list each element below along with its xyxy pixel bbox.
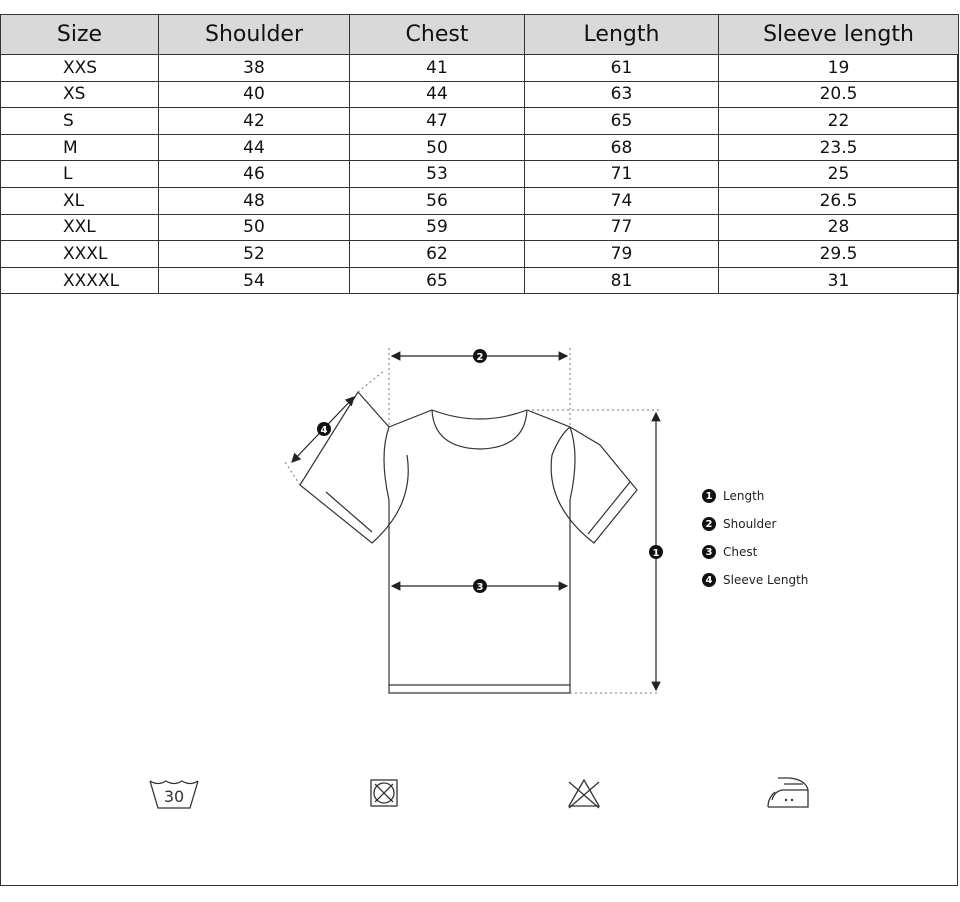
- length-cell: 63: [524, 80, 719, 109]
- size-cell: XXXXL: [0, 266, 159, 295]
- legend-label: Shoulder: [723, 517, 777, 531]
- size-table: Size Shoulder Chest Length Sleeve length…: [0, 14, 959, 295]
- length-cell: 79: [524, 240, 719, 268]
- chest-cell: 65: [349, 266, 525, 295]
- legend-label: Length: [723, 489, 765, 503]
- marker-chest: 3: [477, 582, 484, 593]
- shoulder-cell: 54: [158, 266, 350, 295]
- legend-item-sleeve-length: 4 Sleeve Length: [702, 566, 808, 594]
- length-cell: 74: [524, 186, 719, 215]
- legend-item-chest: 3 Chest: [702, 538, 808, 566]
- marker-length: 1: [653, 548, 660, 559]
- iron-low-icon: [767, 777, 809, 808]
- chest-cell: 47: [349, 107, 525, 135]
- length-cell: 68: [524, 133, 719, 162]
- legend-item-length: 1 Length: [702, 482, 808, 510]
- sleeve-cell: 31: [718, 266, 959, 295]
- shoulder-cell: 48: [158, 186, 350, 215]
- length-cell: 81: [524, 266, 719, 295]
- no-bleach-icon: [567, 778, 601, 809]
- header-shoulder: Shoulder: [158, 14, 350, 55]
- table-row: XXXXL 54 65 81 31: [0, 266, 959, 295]
- sleeve-cell: 28: [718, 213, 959, 242]
- no-tumble-dry-icon: [370, 779, 398, 807]
- shoulder-cell: 50: [158, 213, 350, 242]
- table-row: L 46 53 71 25: [0, 160, 959, 188]
- size-cell: S: [0, 107, 159, 135]
- tshirt-outline: [383, 409, 576, 694]
- table-row: XXXL 52 62 79 29.5: [0, 240, 959, 268]
- legend-number: 2: [702, 517, 716, 531]
- header-size: Size: [0, 14, 159, 55]
- size-cell: XXL: [0, 213, 159, 242]
- legend-number: 1: [702, 489, 716, 503]
- chest-cell: 41: [349, 54, 525, 82]
- length-cell: 61: [524, 54, 719, 82]
- table-header-row: Size Shoulder Chest Length Sleeve length: [0, 14, 959, 55]
- sleeve-cell: 20.5: [718, 80, 959, 109]
- legend-number: 4: [702, 573, 716, 587]
- legend-item-shoulder: 2 Shoulder: [702, 510, 808, 538]
- header-sleeve-length: Sleeve length: [718, 14, 959, 55]
- measurement-legend: 1 Length 2 Shoulder 3 Chest 4 Sleeve Len…: [702, 482, 808, 594]
- table-row: XXS 38 41 61 19: [0, 54, 959, 82]
- header-length: Length: [524, 14, 719, 55]
- legend-label: Chest: [723, 545, 758, 559]
- wash-temperature: 30: [164, 787, 184, 806]
- shoulder-cell: 46: [158, 160, 350, 188]
- chest-cell: 44: [349, 80, 525, 109]
- length-cell: 77: [524, 213, 719, 242]
- sleeve-cell: 23.5: [718, 133, 959, 162]
- legend-number: 3: [702, 545, 716, 559]
- sleeve-cell: 29.5: [718, 240, 959, 268]
- length-cell: 65: [524, 107, 719, 135]
- legend-label: Sleeve Length: [723, 573, 809, 587]
- marker-sleeve: 4: [321, 425, 328, 436]
- length-cell: 71: [524, 160, 719, 188]
- table-row: XXL 50 59 77 28: [0, 213, 959, 242]
- size-cell: L: [0, 160, 159, 188]
- size-cell: XL: [0, 186, 159, 215]
- table-row: XS 40 44 63 20.5: [0, 80, 959, 109]
- sleeve-cell: 22: [718, 107, 959, 135]
- shoulder-cell: 42: [158, 107, 350, 135]
- marker-shoulder: 2: [477, 352, 484, 363]
- wash-30-icon: [149, 780, 199, 809]
- table-row: S 42 47 65 22: [0, 107, 959, 135]
- header-chest: Chest: [349, 14, 525, 55]
